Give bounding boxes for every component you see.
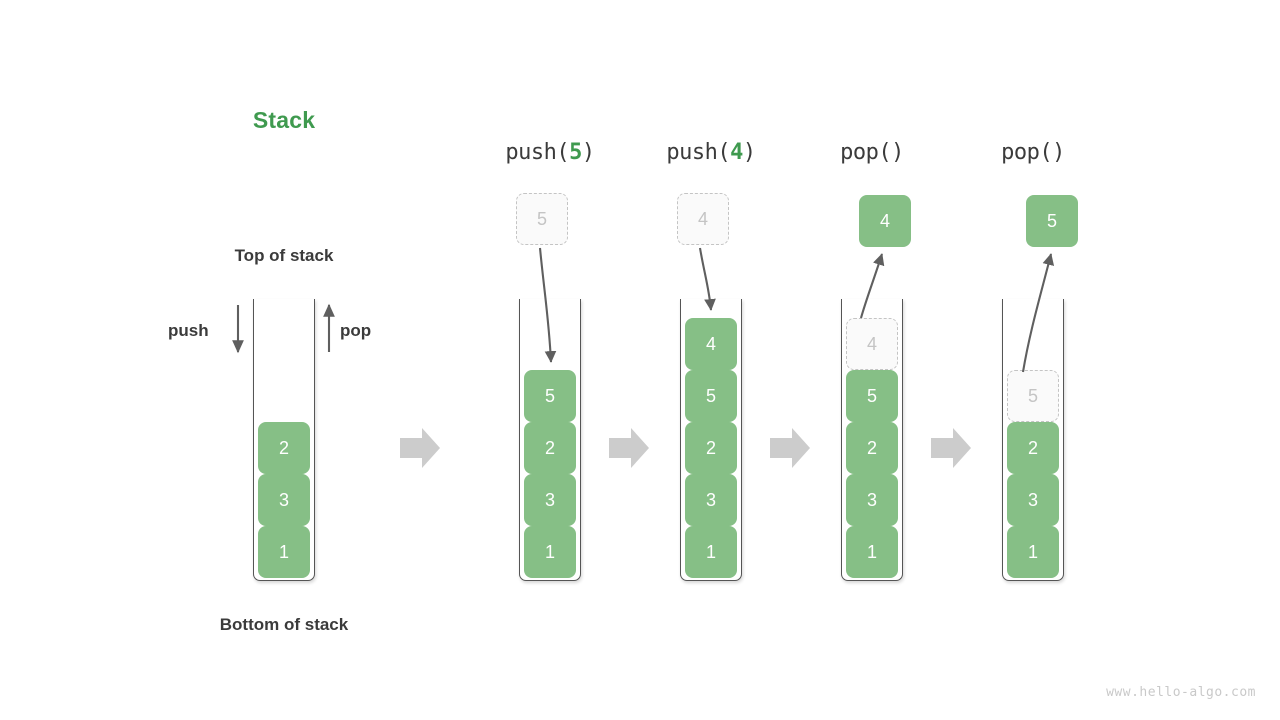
step-header-1-prefix: push( — [505, 140, 570, 165]
step-header-2-arg: 4 — [730, 140, 743, 165]
stack-cell: 1 — [685, 526, 737, 578]
stack-cell: 5 — [685, 370, 737, 422]
stack-cell: 5 — [524, 370, 576, 422]
page-title: Stack — [252, 107, 316, 133]
floating-element-3: 4 — [859, 195, 911, 247]
stack-cell: 2 — [258, 422, 310, 474]
stack-cell: 4 — [685, 318, 737, 370]
step-header-2-suffix: ) — [742, 140, 756, 165]
stack-cell: 3 — [258, 474, 310, 526]
step-header-2-prefix: push( — [666, 140, 731, 165]
step-header-4-suffix: ) — [1052, 140, 1065, 165]
stack-cell: 1 — [1007, 526, 1059, 578]
step-header-3-suffix: ) — [891, 140, 904, 165]
step-header-1-suffix: ) — [581, 140, 595, 165]
stack-cell: 2 — [1007, 422, 1059, 474]
stack-cell-ghost: 4 — [846, 318, 898, 370]
step-header-2: push(4) — [631, 140, 791, 165]
step-header-4: pop() — [953, 140, 1113, 165]
stack-slot-empty — [1007, 318, 1059, 370]
stack-cell: 3 — [685, 474, 737, 526]
pop-label: pop — [340, 321, 372, 340]
stack-slot-empty — [258, 370, 310, 422]
step-header-3: pop() — [792, 140, 952, 165]
flow-arrow-4 — [931, 428, 971, 468]
stack-cell: 2 — [846, 422, 898, 474]
stack-cell: 2 — [685, 422, 737, 474]
flow-arrow-2 — [609, 428, 649, 468]
floating-element-4: 5 — [1026, 195, 1078, 247]
stack-cell: 3 — [1007, 474, 1059, 526]
flow-arrow-3 — [770, 428, 810, 468]
floating-element-2: 4 — [677, 193, 729, 245]
stack-cell: 3 — [846, 474, 898, 526]
push-label: push — [168, 321, 209, 340]
stack-cell: 3 — [524, 474, 576, 526]
stack-cell: 1 — [524, 526, 576, 578]
stack-cell: 1 — [258, 526, 310, 578]
floating-element-1: 5 — [516, 193, 568, 245]
stack-slot-empty — [258, 318, 310, 370]
stack-cell: 5 — [846, 370, 898, 422]
stack-cell: 1 — [846, 526, 898, 578]
bottom-of-stack-label: Bottom of stack — [219, 615, 349, 634]
step-header-3-prefix: pop( — [840, 140, 892, 165]
flow-arrow-1 — [400, 428, 440, 468]
stack-cell: 2 — [524, 422, 576, 474]
watermark: www.hello-algo.com — [1106, 685, 1256, 700]
stack-slot-empty — [524, 318, 576, 370]
top-of-stack-label: Top of stack — [234, 246, 334, 265]
stack-cell-ghost: 5 — [1007, 370, 1059, 422]
step-header-1-arg: 5 — [569, 140, 582, 165]
step-header-1: push(5) — [470, 140, 630, 165]
step-header-4-prefix: pop( — [1001, 140, 1053, 165]
